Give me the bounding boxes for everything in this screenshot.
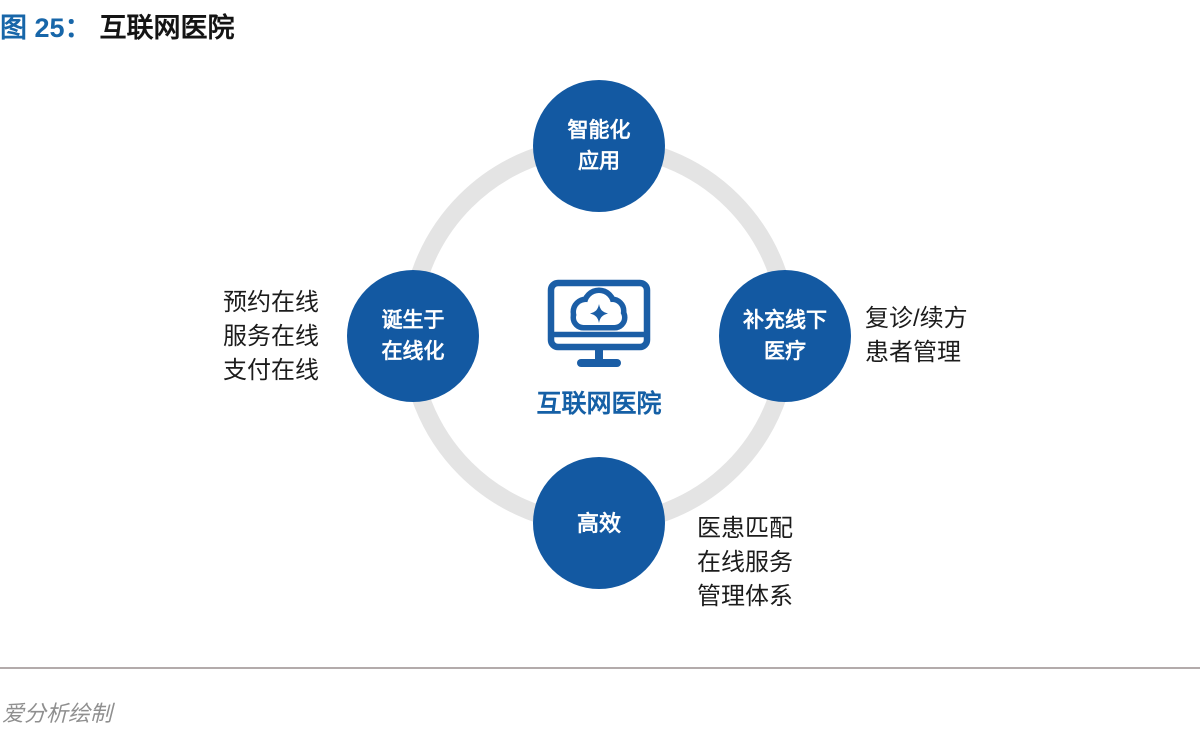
figure-name: 互联网医院 xyxy=(99,13,235,43)
note-line: 医患匹配 xyxy=(697,515,793,542)
note-line: 在线服务 xyxy=(697,549,793,576)
note-line: 支付在线 xyxy=(223,357,319,384)
node-label-line: 在线化 xyxy=(381,340,445,363)
note-line: 服务在线 xyxy=(223,323,319,350)
note-line: 预约在线 xyxy=(223,289,319,316)
note-matching-system: 医患匹配 在线服务 管理体系 xyxy=(697,512,793,614)
node-efficient: 高效 xyxy=(533,457,665,589)
node-label-line: 医疗 xyxy=(764,340,806,363)
note-line: 管理体系 xyxy=(697,583,793,610)
center-label: 互联网医院 xyxy=(536,390,662,418)
node-supplement-offline: 补充线下 医疗 xyxy=(719,270,851,402)
node-label-line: 补充线下 xyxy=(743,309,827,332)
note-line: 复诊/续方 xyxy=(865,305,968,332)
node-label-line: 智能化 xyxy=(567,119,631,142)
figure-number: 图 25： xyxy=(0,13,92,43)
note-line: 患者管理 xyxy=(865,339,961,366)
note-online-services: 预约在线 服务在线 支付在线 xyxy=(223,286,319,388)
node-label-line: 应用 xyxy=(578,150,620,173)
node-smart-application: 智能化 应用 xyxy=(533,80,665,212)
credit-text: 爱分析绘制 xyxy=(2,701,113,726)
figure-title: 图 25：互联网医院 xyxy=(0,6,235,45)
node-born-online: 诞生于 在线化 xyxy=(347,270,479,402)
footer-divider xyxy=(0,667,1200,669)
node-label-line: 高效 xyxy=(576,510,621,536)
cloud-monitor-icon xyxy=(547,279,651,367)
note-followup-management: 复诊/续方 患者管理 xyxy=(865,302,968,370)
node-label-line: 诞生于 xyxy=(381,309,445,332)
